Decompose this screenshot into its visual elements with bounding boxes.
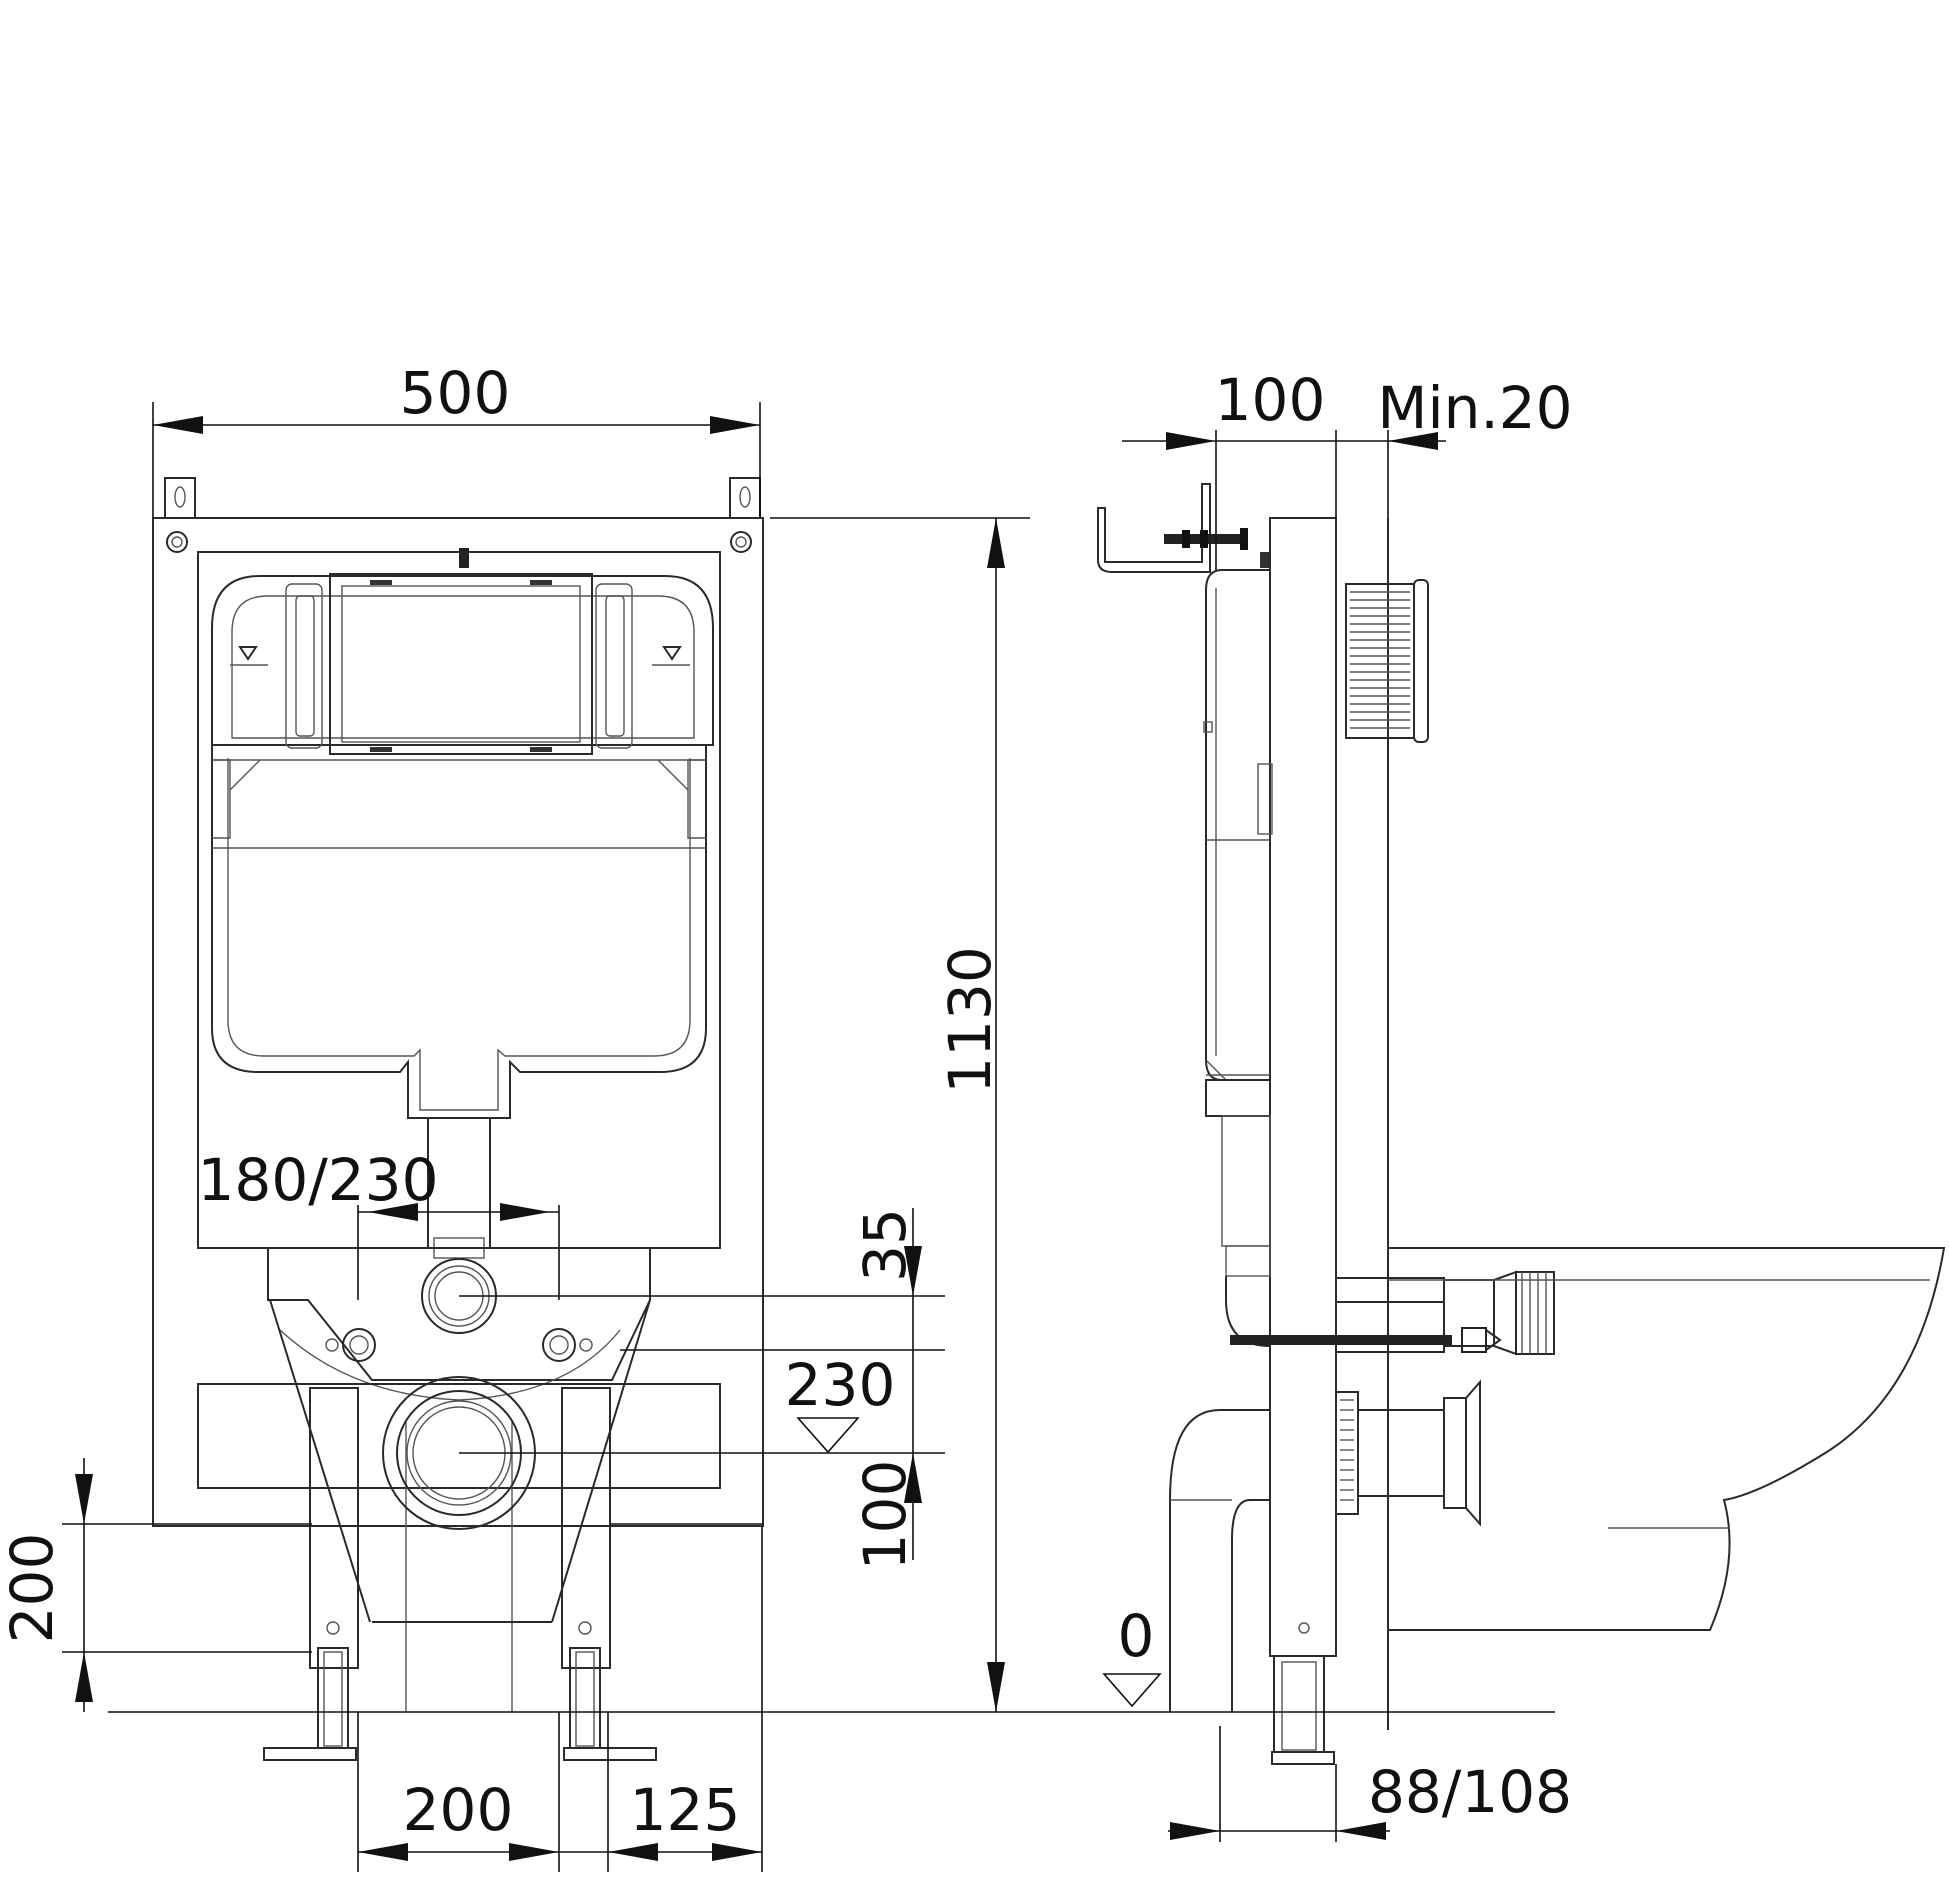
dimension-88-108: 88/108 — [1368, 1758, 1572, 1826]
cistern-upper — [211, 575, 714, 746]
dimension-230: 230 — [785, 1351, 896, 1419]
dimensions: 500 1130 180/230 35 230 100 200 — [0, 359, 1573, 1872]
cistern-body — [211, 745, 707, 1119]
front-foot-right — [569, 1647, 601, 1749]
dimension-min-20: Min.20 — [1377, 374, 1572, 442]
dimension-100-side: 100 — [1215, 366, 1326, 434]
dimension-200-vertical: 200 — [0, 1533, 66, 1644]
side-inlet-pipe — [1230, 1270, 1555, 1356]
front-view — [152, 477, 764, 1761]
front-foot-left — [317, 1647, 349, 1749]
wall-bracket — [1097, 483, 1211, 573]
manifold-body — [267, 1247, 651, 1381]
side-outlet-bend — [1169, 1379, 1481, 1712]
dimension-100-level: 100 — [851, 1460, 919, 1571]
dimension-500: 500 — [400, 359, 511, 427]
front-crossbar — [197, 1383, 721, 1489]
dimension-35: 35 — [851, 1208, 919, 1282]
cistern-panel — [197, 551, 721, 1249]
dimension-200-horizontal: 200 — [403, 1776, 514, 1844]
dimension-125: 125 — [630, 1776, 741, 1844]
top-mounting-brackets — [164, 477, 761, 519]
side-view — [1097, 483, 1946, 1765]
floor-level-0: 0 — [1118, 1602, 1155, 1670]
dimension-180-230: 180/230 — [198, 1146, 439, 1214]
side-frame-upright — [1269, 517, 1337, 1657]
toilet-bowl — [1388, 1247, 1946, 1631]
dimension-1130: 1130 — [936, 946, 1004, 1094]
flush-actuator — [1345, 579, 1429, 743]
side-cistern — [1205, 569, 1270, 1081]
front-frame — [152, 517, 764, 1527]
flush-plate-opening — [329, 573, 593, 755]
